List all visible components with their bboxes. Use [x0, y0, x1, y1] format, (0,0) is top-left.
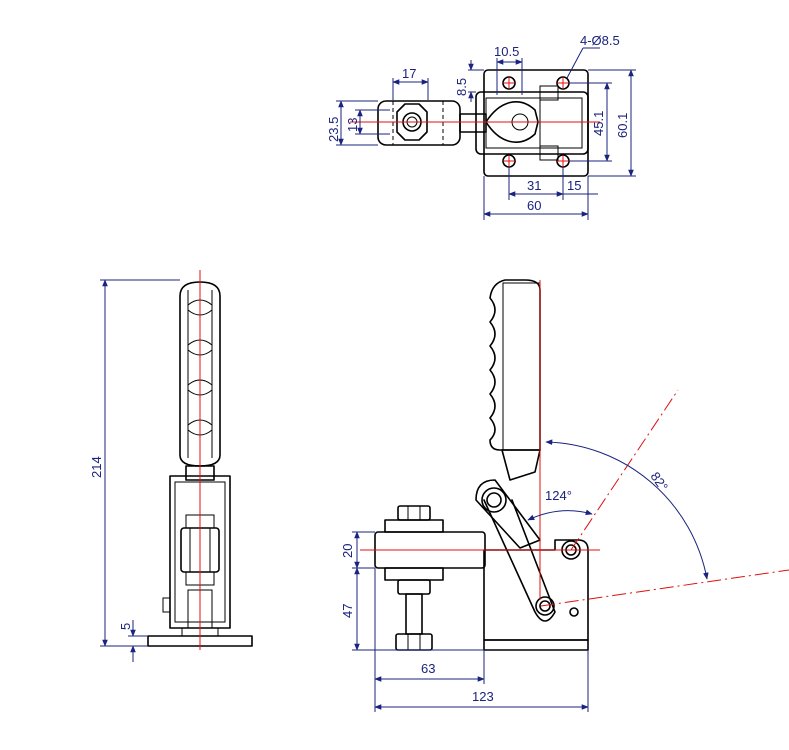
top-view: [350, 69, 600, 177]
front-view-dimensions: 214 5: [89, 279, 180, 662]
dim-angle-82: 82°: [648, 469, 672, 494]
dim-20: 20: [340, 544, 355, 558]
dim-214: 214: [89, 456, 104, 478]
dim-5: 5: [118, 623, 133, 630]
dim-13: 13: [345, 118, 360, 132]
dim-47: 47: [340, 604, 355, 618]
dim-23-5: 23.5: [326, 117, 341, 142]
dim-angle-124: 124°: [545, 488, 572, 503]
dim-123: 123: [472, 689, 494, 704]
dim-17: 17: [402, 66, 416, 81]
front-view: [147, 270, 253, 650]
dim-60: 60: [527, 198, 541, 213]
top-view-dimensions: 10.5 4-Ø8.5 17 8.5 23.5 13 45.1 60.1 31: [326, 33, 636, 220]
dim-63: 63: [421, 661, 435, 676]
side-view-dimensions: 82° 124° 20 47 63 123: [340, 439, 709, 712]
dim-8-5: 8.5: [454, 78, 469, 96]
dim-45-1: 45.1: [591, 111, 606, 136]
dim-15: 15: [567, 178, 581, 193]
dim-60-1: 60.1: [615, 113, 630, 138]
dim-31: 31: [527, 178, 541, 193]
side-view: [360, 279, 789, 651]
dim-10-5: 10.5: [494, 44, 519, 59]
dim-holes: 4-Ø8.5: [580, 33, 620, 48]
